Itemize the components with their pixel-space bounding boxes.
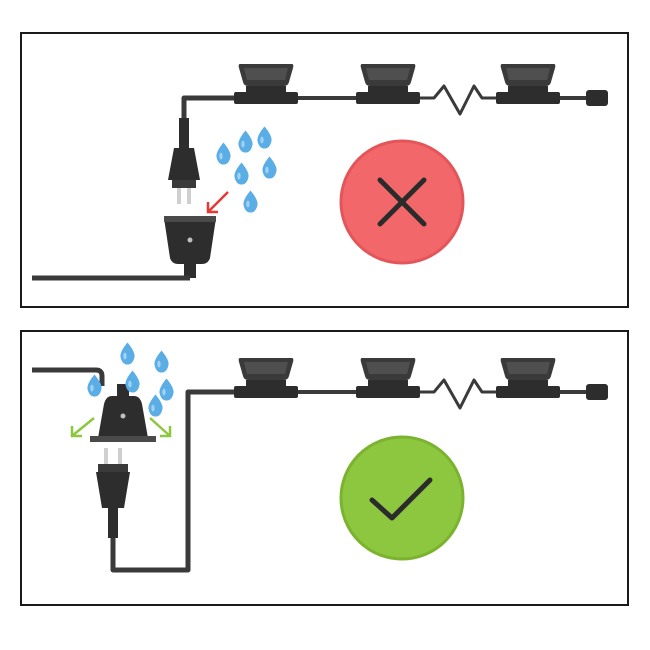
checkmark-icon (369, 477, 433, 521)
water-drop-icon (154, 350, 169, 373)
end-cap (586, 384, 608, 400)
light-string-cable (181, 95, 236, 130)
water-drop-icon (159, 378, 174, 401)
incorrect-indicator (339, 139, 465, 265)
socket (164, 216, 216, 278)
water-drop-icon (257, 126, 272, 149)
panel-correct (20, 330, 629, 606)
cross-icon (377, 177, 427, 227)
socket (90, 384, 156, 442)
string-light-bulb (496, 64, 560, 104)
string-lights (234, 64, 608, 116)
string-light-bulb (356, 358, 420, 398)
water-drops (216, 126, 277, 213)
panel-incorrect (20, 32, 629, 308)
correct-indicator (339, 435, 465, 561)
red-arrow-icon (206, 191, 229, 214)
correct-illustration (32, 342, 608, 573)
supply-cable (32, 367, 105, 386)
light-string-cable (110, 389, 234, 573)
string-light-bulb (356, 64, 420, 104)
incorrect-illustration (32, 64, 608, 281)
plug (96, 448, 130, 538)
string-light-bulb (234, 358, 298, 398)
plug-pin (104, 448, 108, 464)
string-light-bulb (496, 358, 560, 398)
plug (168, 118, 200, 204)
string-lights (234, 358, 608, 410)
end-cap (586, 90, 608, 106)
water-drop-icon (243, 190, 258, 213)
water-drop-icon (87, 374, 102, 397)
spring-cable-section (420, 378, 498, 410)
water-drop-icon (216, 142, 231, 165)
water-drop-icon (238, 130, 253, 153)
water-drop-icon (234, 162, 249, 185)
water-drop-icon (148, 394, 163, 417)
plug-pin (177, 188, 181, 204)
string-light-bulb (234, 64, 298, 104)
water-drop-icon (120, 342, 135, 365)
green-arrow-icon (149, 417, 172, 438)
water-drop-icon (262, 156, 277, 179)
green-arrow-icon (70, 417, 95, 438)
plug-pin (118, 448, 122, 464)
water-drop-icon (125, 370, 140, 393)
plug-pin (187, 188, 191, 204)
spring-cable-section (420, 84, 498, 116)
